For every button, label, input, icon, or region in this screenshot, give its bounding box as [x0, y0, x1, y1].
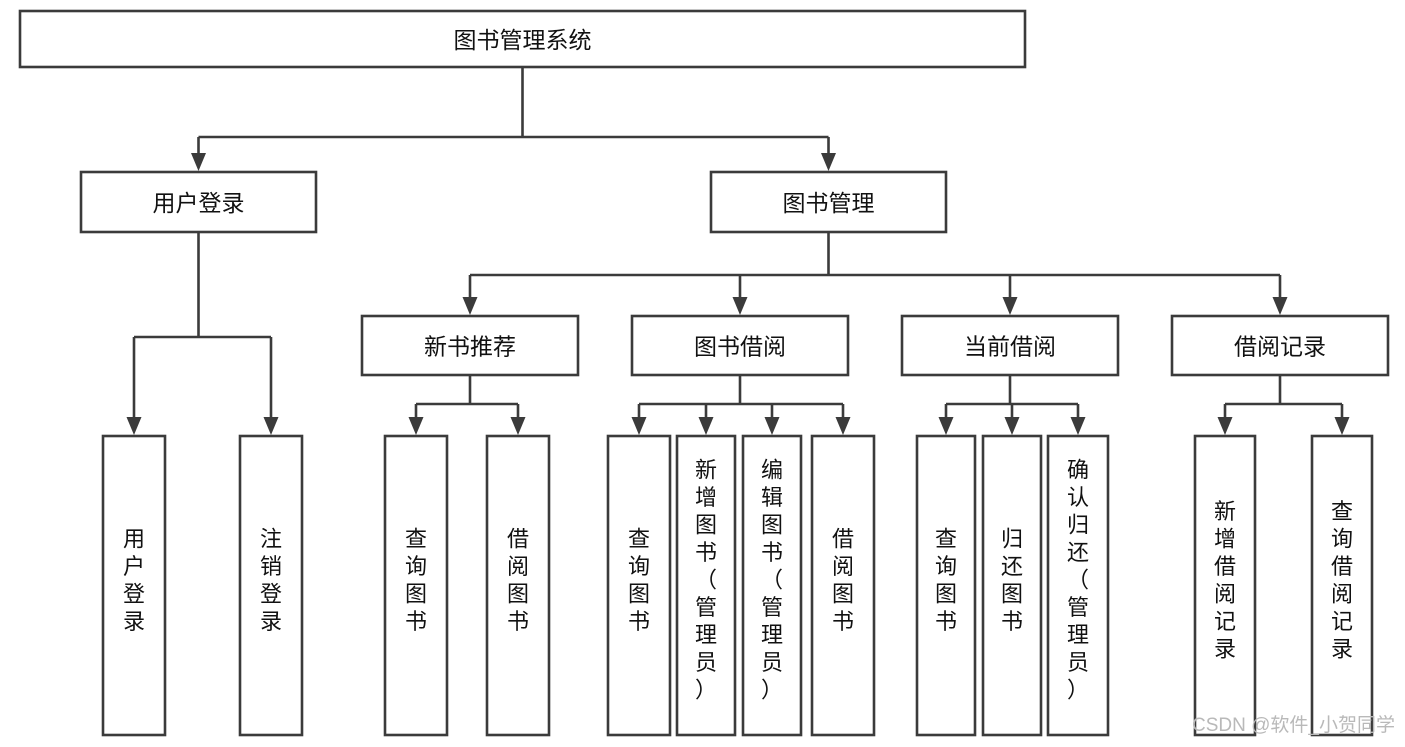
node-leaf-query-book-recommend[interactable]: 查询图书	[383, 434, 449, 737]
node-leaf-return-book[interactable]: 归还图书	[981, 434, 1043, 737]
node-book-borrow-rect	[630, 314, 850, 377]
node-book-management[interactable]: 图书管理	[709, 170, 948, 234]
node-leaf-edit-book-admin-label: 编辑图书（管理员）	[761, 458, 783, 703]
node-leaf-query-book-borrow[interactable]: 查询图书	[606, 434, 672, 737]
node-book-management-label: 图书管理	[783, 190, 875, 216]
node-new-book-recommend-label: 新书推荐	[424, 334, 516, 360]
arrow-head-icon	[698, 417, 714, 435]
node-leaf-add-book-admin[interactable]: 新增图书（管理员）	[675, 434, 737, 737]
node-leaf-borrow-book[interactable]: 借阅图书	[810, 434, 876, 737]
node-leaf-confirm-return-admin[interactable]: 确认归还（管理员）	[1046, 434, 1110, 737]
node-leaf-add-borrow-record-label: 新增借阅记录	[1214, 499, 1236, 662]
node-borrow-record-label: 借阅记录	[1234, 334, 1326, 360]
arrow-head-icon	[1334, 417, 1350, 435]
node-root-root[interactable]: 图书管理系统	[18, 9, 1027, 69]
node-current-borrow[interactable]: 当前借阅	[900, 314, 1120, 377]
node-leaf-confirm-return-admin-rect	[1046, 434, 1110, 737]
arrow-head-icon	[835, 417, 851, 435]
node-leaf-add-book-admin-label: 新增图书（管理员）	[695, 458, 717, 703]
node-leaf-return-book-rect	[981, 434, 1043, 737]
arrow-head-icon	[764, 417, 780, 435]
node-user-login-label: 用户登录	[153, 190, 245, 216]
node-leaf-add-borrow-record[interactable]: 新增借阅记录	[1193, 434, 1257, 737]
node-leaf-user-login-label: 用户登录	[123, 526, 145, 634]
node-leaf-query-book-recommend-rect	[383, 434, 449, 737]
arrow-head-icon	[263, 417, 279, 435]
arrow-head-icon	[1002, 297, 1018, 315]
node-leaf-logout-login[interactable]: 注销登录	[238, 434, 304, 737]
node-leaf-logout-login-rect	[238, 434, 304, 737]
arrow-head-icon	[408, 417, 424, 435]
node-user-login[interactable]: 用户登录	[79, 170, 318, 234]
node-leaf-add-borrow-record-rect	[1193, 434, 1257, 737]
node-leaf-borrow-book-label: 借阅图书	[832, 526, 854, 634]
arrow-head-icon	[462, 297, 478, 315]
arrow-head-icon	[631, 417, 647, 435]
node-root-root-label: 图书管理系统	[454, 27, 592, 53]
node-leaf-user-login-rect	[101, 434, 167, 737]
node-leaf-add-book-admin-rect	[675, 434, 737, 737]
csdn-watermark: CSDN @软件_小贺同学	[1192, 714, 1395, 736]
node-user-login-rect	[79, 170, 318, 234]
node-root-root-rect	[18, 9, 1027, 69]
node-leaf-confirm-return-admin-label: 确认归还（管理员）	[1067, 458, 1089, 703]
arrow-head-icon	[938, 417, 954, 435]
node-current-borrow-label: 当前借阅	[964, 334, 1056, 360]
arrow-head-icon	[1272, 297, 1288, 315]
node-leaf-borrow-book-rect	[810, 434, 876, 737]
node-current-borrow-rect	[900, 314, 1120, 377]
node-leaf-user-login[interactable]: 用户登录	[101, 434, 167, 737]
node-leaf-return-book-label: 归还图书	[1001, 526, 1023, 634]
node-book-management-rect	[709, 170, 948, 234]
node-leaf-query-book-recommend-label: 查询图书	[405, 526, 427, 634]
node-leaf-edit-book-admin[interactable]: 编辑图书（管理员）	[741, 434, 803, 737]
node-leaf-logout-login-label: 注销登录	[260, 526, 282, 634]
connector-lines-group	[126, 67, 1350, 435]
node-borrow-record[interactable]: 借阅记录	[1170, 314, 1390, 377]
node-leaf-query-borrow-record-label: 查询借阅记录	[1331, 499, 1353, 662]
node-leaf-borrow-book-recommend-rect	[485, 434, 551, 737]
node-borrow-record-rect	[1170, 314, 1390, 377]
arrow-head-icon	[1070, 417, 1086, 435]
node-book-borrow[interactable]: 图书借阅	[630, 314, 850, 377]
arrow-head-icon	[510, 417, 526, 435]
arrow-head-icon	[126, 417, 142, 435]
node-leaf-query-book-current[interactable]: 查询图书	[915, 434, 977, 737]
arrow-head-icon	[191, 153, 206, 171]
node-leaf-edit-book-admin-rect	[741, 434, 803, 737]
node-leaf-query-borrow-record[interactable]: 查询借阅记录	[1310, 434, 1374, 737]
arrow-head-icon	[1217, 417, 1233, 435]
node-book-borrow-label: 图书借阅	[694, 334, 786, 360]
arrow-head-icon	[1004, 417, 1020, 435]
node-leaf-query-book-borrow-rect	[606, 434, 672, 737]
node-leaf-borrow-book-recommend-label: 借阅图书	[507, 526, 529, 634]
arrow-head-icon	[732, 297, 748, 315]
node-leaf-query-book-current-label: 查询图书	[935, 526, 957, 634]
arrow-head-icon	[821, 153, 836, 171]
node-leaf-query-book-borrow-label: 查询图书	[628, 526, 650, 634]
node-new-book-recommend-rect	[360, 314, 580, 377]
node-boxes-group: 图书管理系统用户登录图书管理新书推荐图书借阅当前借阅借阅记录用户登录注销登录查询…	[18, 9, 1390, 737]
node-new-book-recommend[interactable]: 新书推荐	[360, 314, 580, 377]
node-leaf-borrow-book-recommend[interactable]: 借阅图书	[485, 434, 551, 737]
node-leaf-query-borrow-record-rect	[1310, 434, 1374, 737]
node-leaf-query-book-current-rect	[915, 434, 977, 737]
